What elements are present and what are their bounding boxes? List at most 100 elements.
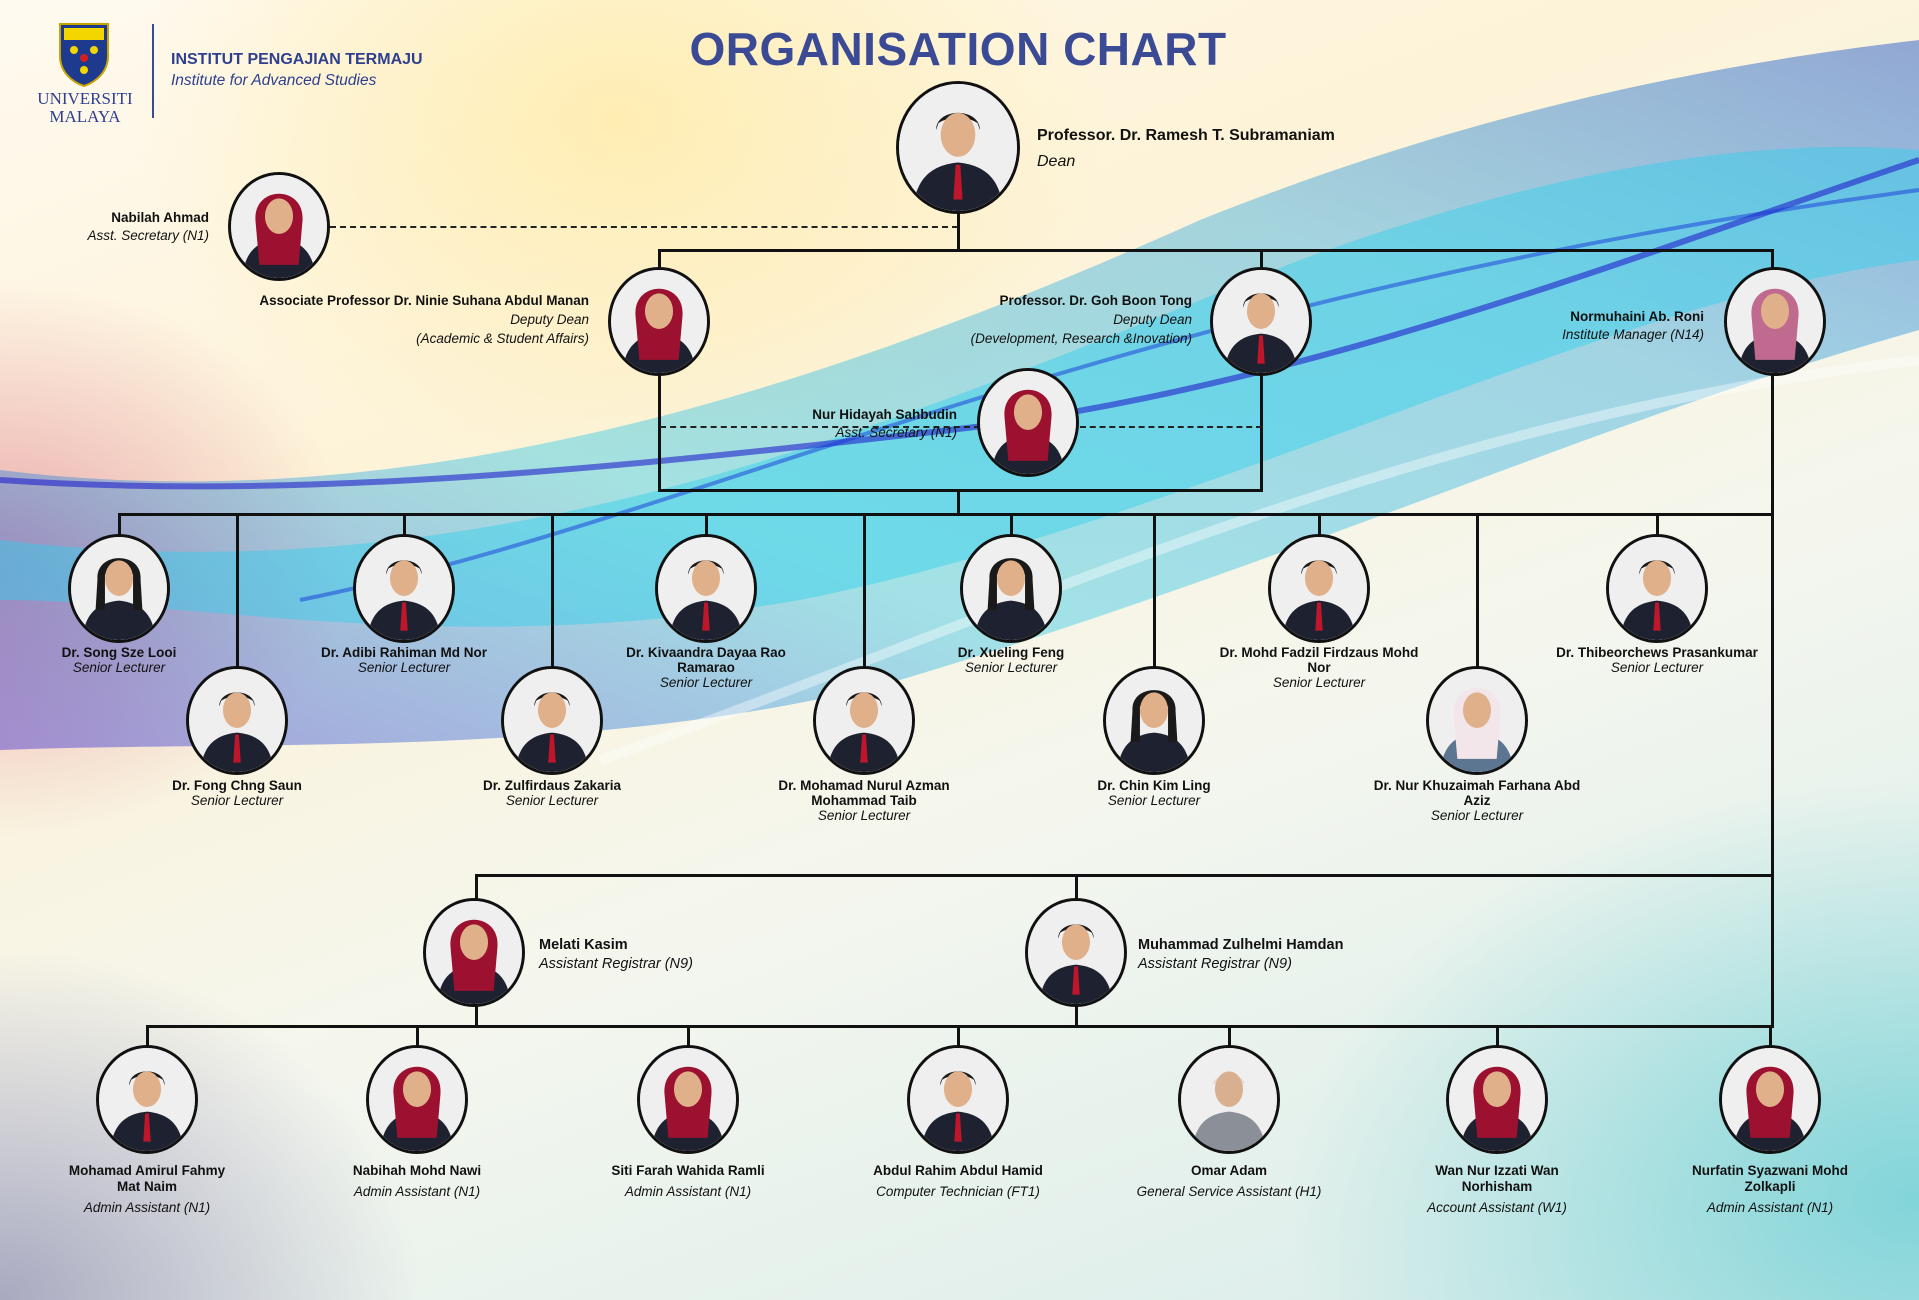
profile-photo	[1606, 533, 1708, 643]
person-name: Dr. Mohamad Nurul Azman Mohammad Taib	[778, 778, 950, 808]
person-name: Associate Professor Dr. Ninie Suhana Abd…	[259, 293, 589, 308]
person-role: Senior Lecturer	[659, 675, 753, 690]
person-name: Nabilah Ahmad	[111, 210, 209, 225]
profile-photo	[501, 665, 603, 775]
person-role: Senior Lecturer	[1610, 660, 1704, 675]
person-name: Siti Farah Wahida Ramli	[611, 1163, 765, 1178]
profile-photo	[1446, 1044, 1548, 1154]
person-name: Nurfatin Syazwani Mohd Zolkapli	[1691, 1163, 1848, 1194]
profile-photo	[1426, 665, 1528, 775]
connector	[551, 513, 554, 668]
connector	[1496, 1025, 1499, 1047]
person-name: Dr. Song Sze Looi	[61, 645, 177, 660]
person-name: Dr. Mohd Fadzil Firdzaus Mohd Nor	[1219, 645, 1419, 675]
universiti-malaya-crest-logo	[59, 23, 109, 88]
connector	[658, 489, 1263, 492]
person-role: Senior Lecturer	[817, 808, 911, 823]
profile-photo	[1025, 897, 1127, 1007]
person-role: Assistant Registrar (N9)	[539, 956, 693, 972]
institute-name-english: Institute for Advanced Studies	[171, 72, 377, 89]
connector	[146, 1025, 1774, 1028]
connector	[957, 489, 960, 515]
connector	[118, 513, 121, 536]
dotted-connector	[1080, 426, 1262, 428]
connector	[863, 513, 866, 668]
person-name: Dr. Zulfirdaus Zakaria	[482, 778, 622, 793]
profile-photo	[186, 665, 288, 775]
person-role: Senior Lecturer	[72, 660, 166, 675]
person-role: Assistant Registrar (N9)	[1138, 956, 1292, 972]
profile-photo	[68, 533, 170, 643]
connector	[957, 205, 960, 252]
profile-photo	[228, 171, 330, 281]
connector	[1769, 1025, 1772, 1047]
header-divider	[152, 24, 154, 118]
connector	[1771, 249, 1774, 1027]
person-role: Computer Technician (FT1)	[876, 1184, 1040, 1199]
person-name: Nabihah Mohd Nawi	[352, 1163, 482, 1178]
person-name: Dr. Chin Kim Ling	[1097, 778, 1211, 793]
connector	[957, 1025, 960, 1047]
connector	[705, 513, 708, 536]
person-name: Nur Hidayah Sahbudin	[812, 407, 957, 422]
person-role-detail: (Development, Research &Inovation)	[970, 331, 1192, 346]
person-role: Senior Lecturer	[1107, 793, 1201, 808]
connector	[1010, 513, 1013, 536]
person-name: Professor. Dr. Ramesh T. Subramaniam	[1037, 127, 1335, 144]
profile-photo	[960, 533, 1062, 643]
connector	[1075, 1000, 1078, 1027]
person-role: Asst. Secretary (N1)	[835, 425, 957, 440]
person-name: Omar Adam	[1190, 1163, 1268, 1178]
connector	[1075, 874, 1078, 904]
connector	[403, 513, 406, 536]
profile-photo	[1719, 1044, 1821, 1154]
person-name: Melati Kasim	[539, 937, 628, 953]
person-role: Deputy Dean	[1113, 312, 1192, 327]
person-role: Admin Assistant (N1)	[624, 1184, 752, 1199]
profile-photo	[813, 665, 915, 775]
institute-name-malay: INSTITUT PENGAJIAN TERMAJU	[171, 51, 423, 68]
profile-photo	[1724, 266, 1826, 376]
connector	[475, 1000, 478, 1027]
connector	[687, 1025, 690, 1047]
person-role: Senior Lecturer	[1430, 808, 1524, 823]
person-role: General Service Assistant (H1)	[1136, 1184, 1322, 1199]
person-name: Dr. Xueling Feng	[957, 645, 1065, 660]
connector	[146, 1025, 149, 1047]
person-name: Dr. Thibeorchews Prasankumar	[1556, 645, 1758, 660]
person-role: Institute Manager (N14)	[1562, 327, 1704, 342]
person-role: Admin Assistant (N1)	[83, 1200, 211, 1215]
university-name: UNIVERSITI MALAYA	[37, 89, 133, 126]
profile-photo	[655, 533, 757, 643]
person-name: Dr. Nur Khuzaimah Farhana Abd Aziz	[1373, 778, 1581, 808]
profile-photo	[907, 1044, 1009, 1154]
person-name: Mohamad Amirul Fahmy Mat Naim	[68, 1163, 226, 1194]
profile-photo	[353, 533, 455, 643]
page-title: ORGANISATION CHART	[689, 23, 1227, 75]
person-name: Dr. Fong Chng Saun	[172, 778, 302, 793]
connector	[475, 874, 1774, 877]
person-label: Associate Professor Dr. Ninie Suhana Abd…	[259, 291, 589, 348]
connector	[1228, 1025, 1231, 1047]
person-name: Wan Nur Izzati Wan Norhisham	[1435, 1163, 1559, 1194]
profile-photo	[1210, 266, 1312, 376]
